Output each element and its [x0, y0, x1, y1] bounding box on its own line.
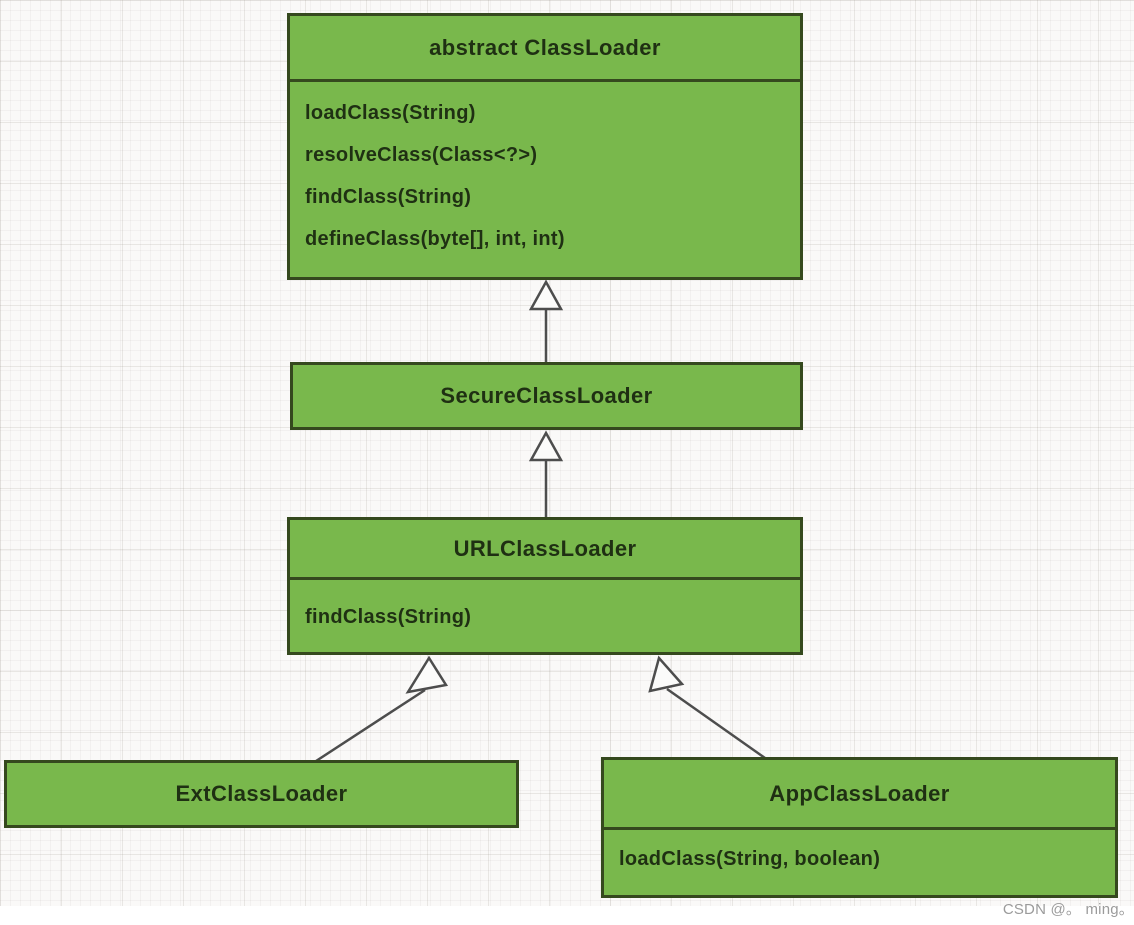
- method-label: resolveClass(Class<?>): [305, 144, 538, 166]
- method-label: loadClass(String, boolean): [619, 848, 881, 870]
- class-box-abstract-classloader: abstract ClassLoader loadClass(String) r…: [287, 13, 803, 280]
- class-box-app-classloader: AppClassLoader loadClass(String, boolean…: [601, 757, 1118, 898]
- class-name-label: abstract ClassLoader: [290, 16, 800, 82]
- class-box-secure-classloader: SecureClassLoader: [290, 362, 803, 430]
- method-label: defineClass(byte[], int, int): [305, 228, 565, 250]
- method-label: findClass(String): [305, 606, 472, 628]
- class-name-label: ExtClassLoader: [175, 781, 348, 806]
- method-label: loadClass(String): [305, 102, 476, 124]
- methods-compartment: loadClass(String, boolean): [604, 830, 1115, 880]
- methods-compartment: loadClass(String) resolveClass(Class<?>)…: [290, 82, 800, 260]
- methods-compartment: findClass(String): [290, 580, 800, 638]
- class-box-url-classloader: URLClassLoader findClass(String): [287, 517, 803, 655]
- class-name-label: AppClassLoader: [604, 760, 1115, 830]
- class-name-label: SecureClassLoader: [440, 383, 653, 408]
- class-name-label: URLClassLoader: [290, 520, 800, 580]
- class-box-ext-classloader: ExtClassLoader: [4, 760, 519, 828]
- method-label: findClass(String): [305, 186, 472, 208]
- watermark-text: CSDN @。 ming。: [1002, 901, 1134, 918]
